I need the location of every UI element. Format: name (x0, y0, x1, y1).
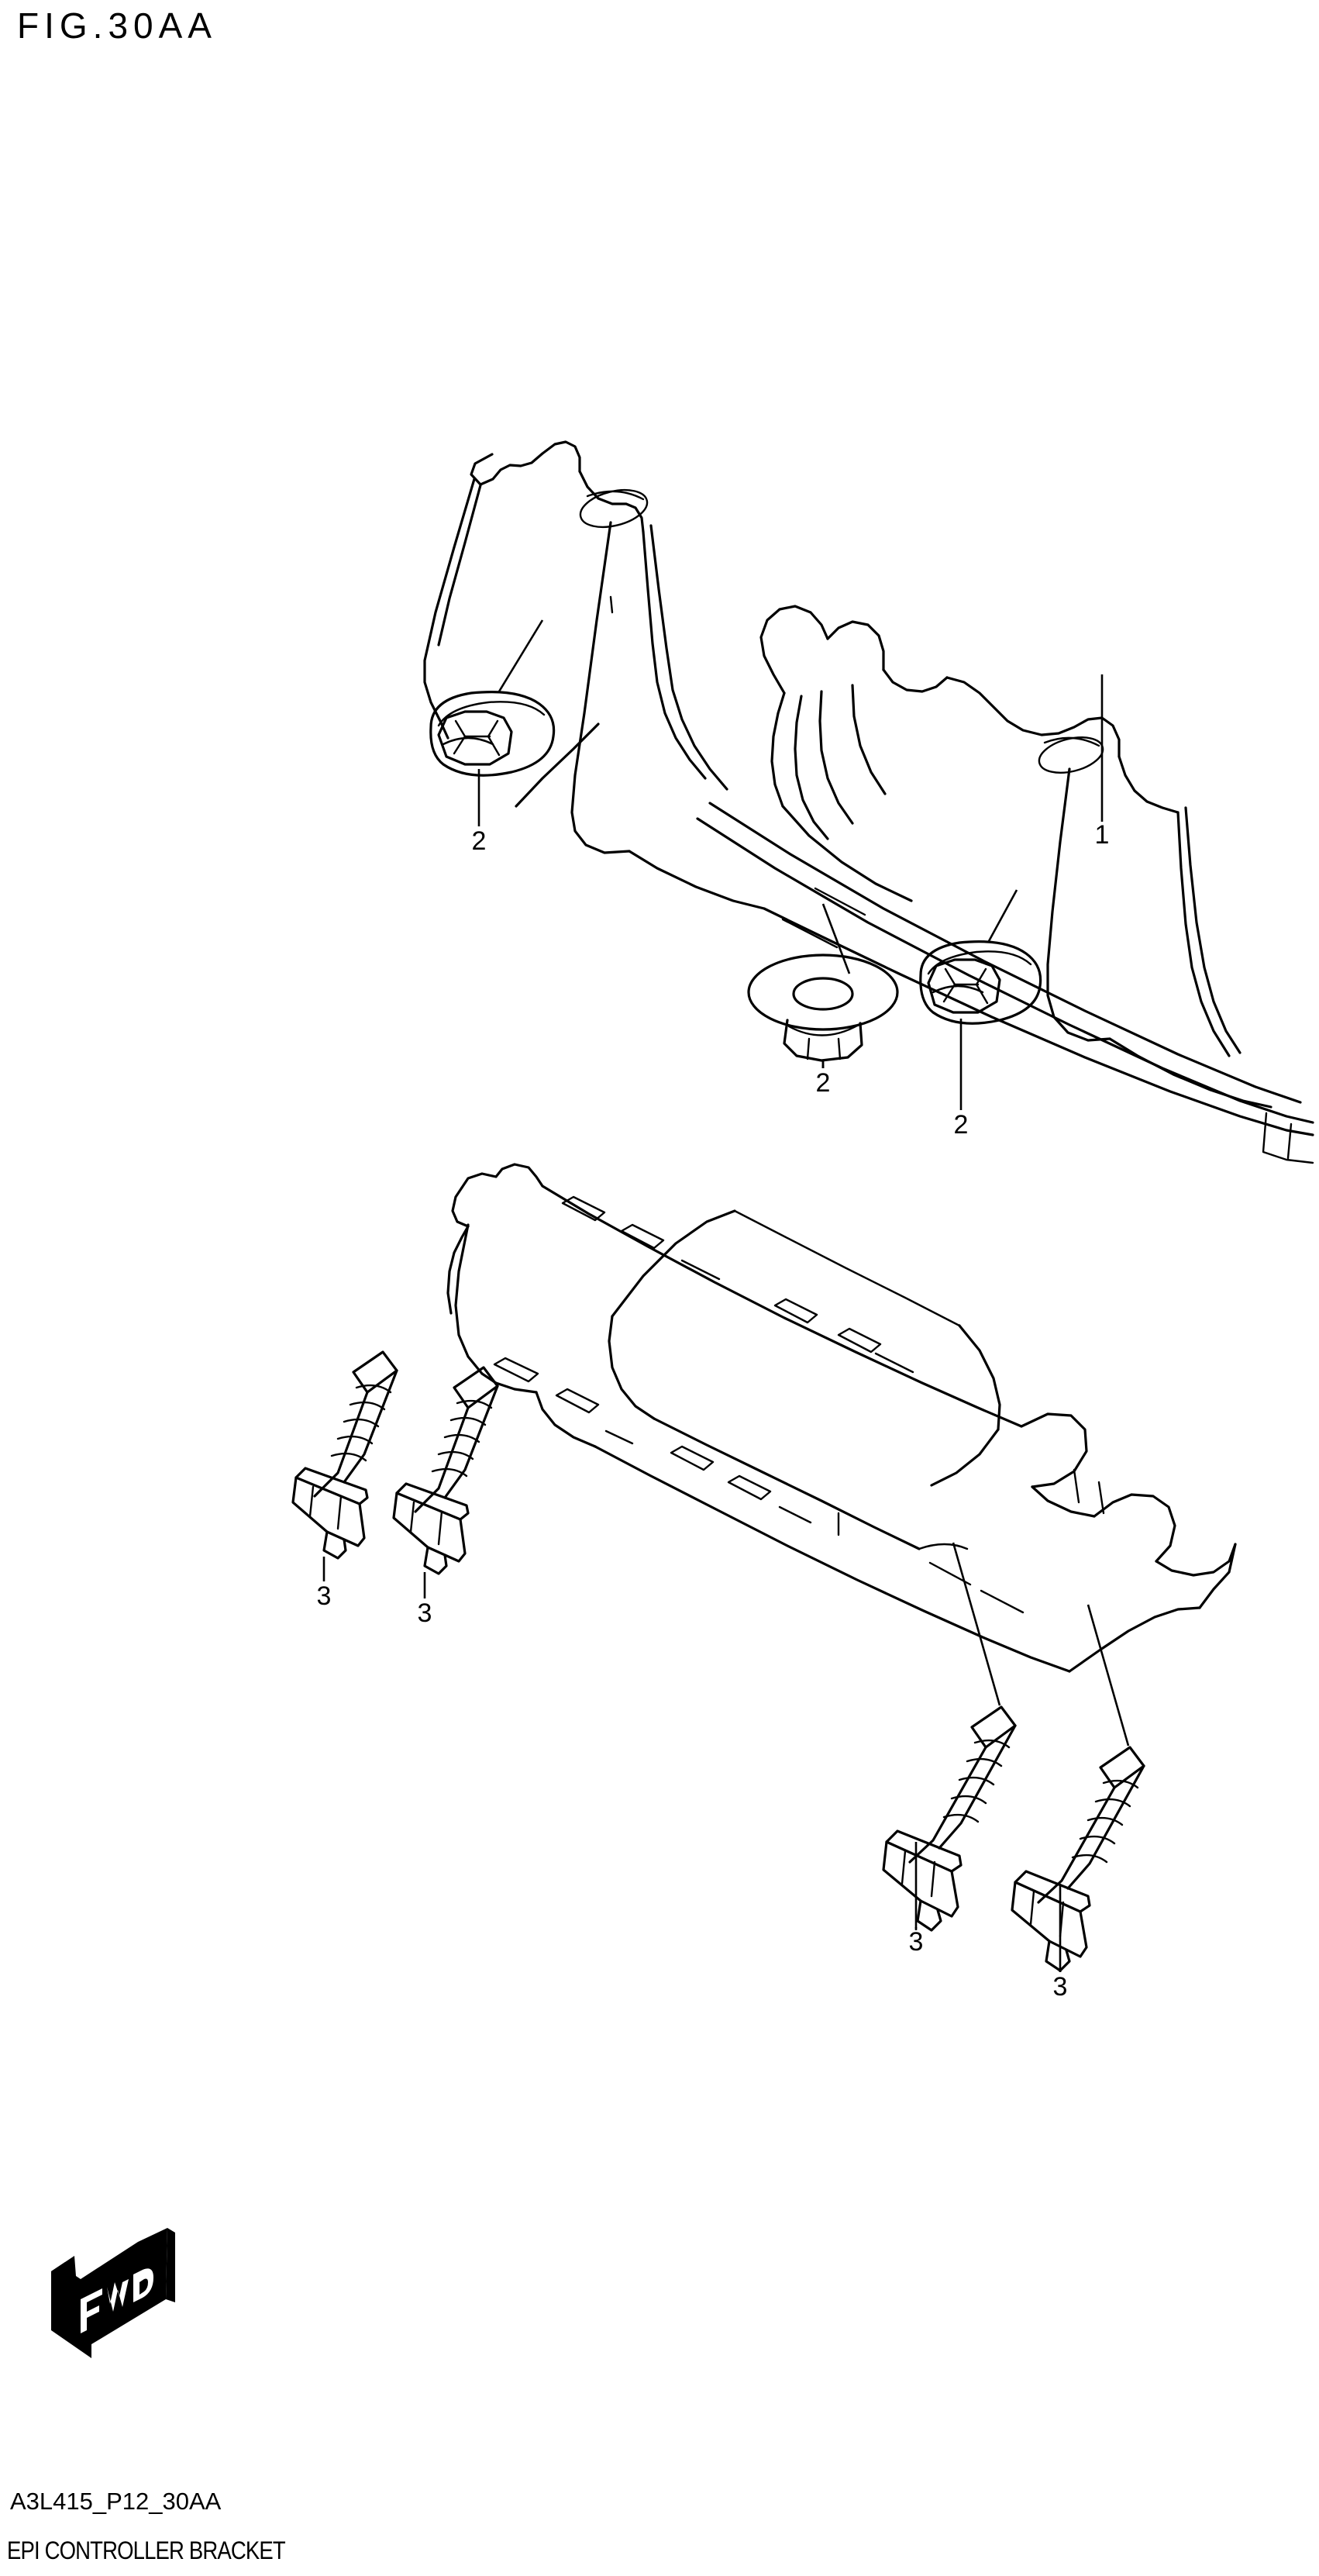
leader-2-lower-right-up (987, 889, 1018, 942)
callout-3-lower-right: 3 (1052, 1972, 1068, 2002)
callout-2-upper-left: 2 (471, 826, 487, 856)
callout-1: 1 (1094, 820, 1110, 850)
figure-title: FIG.30AA (17, 5, 217, 46)
flange-nut-lower-right (919, 940, 1042, 1025)
figure-code: A3L415_P12_30AA (10, 2488, 222, 2515)
flange-bolt-upper-right (392, 1366, 499, 1575)
callout-2-center: 2 (815, 1068, 831, 1098)
leader-2-upper-left-up (498, 619, 544, 692)
flange-bolt-upper-left (291, 1350, 398, 1560)
grommet-center (747, 953, 899, 1062)
leader-lines (322, 619, 1130, 1972)
fwd-arrow-marker (51, 2228, 175, 2358)
flange-bolt-lower-right (1011, 1746, 1145, 1972)
epi-controller-module (446, 1163, 1237, 1673)
flange-nut-upper-left (429, 691, 556, 777)
flange-bolt-lower-left (882, 1705, 1017, 1932)
callout-2-lower-right: 2 (953, 1110, 969, 1140)
leader-3-ecu-a-up (952, 1542, 1001, 1706)
figure-caption: EPI CONTROLLER BRACKET (7, 2536, 286, 2564)
leader-2-center-line (821, 903, 851, 974)
leader-3-ecu-b-up (1087, 1604, 1130, 1747)
callout-3-upper-right: 3 (417, 1598, 432, 1628)
bracket-assembly (423, 440, 1314, 1164)
callout-3-upper-left: 3 (316, 1581, 332, 1611)
callout-3-lower-left: 3 (908, 1927, 924, 1957)
